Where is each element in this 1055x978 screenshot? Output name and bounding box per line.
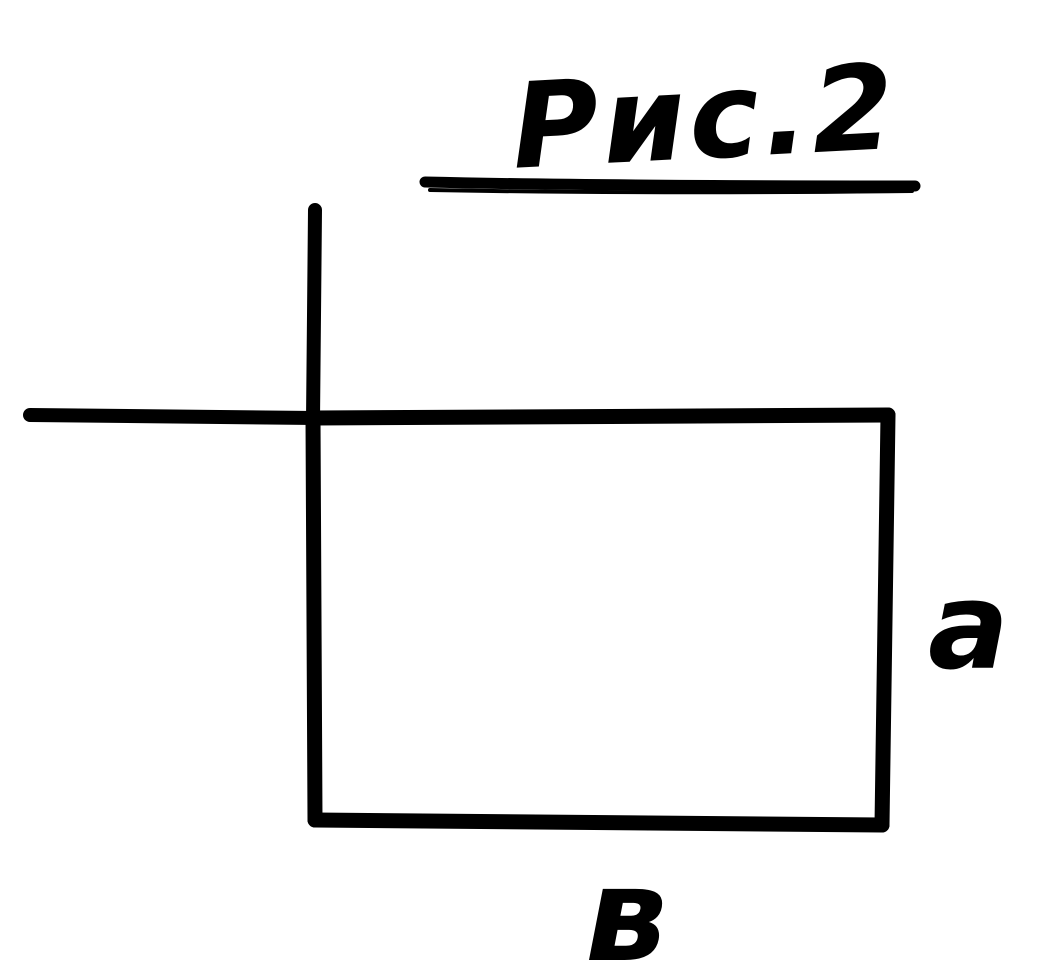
label-side-b: в xyxy=(585,839,667,978)
rectangle-bottom-side xyxy=(307,812,890,833)
rectangle-top-side xyxy=(307,407,896,426)
rectangle-right-side xyxy=(874,407,896,833)
vertical-axis-line xyxy=(306,203,322,427)
label-side-a: a xyxy=(928,558,1009,697)
rectangle-left-side xyxy=(305,410,323,828)
caption-underline xyxy=(419,176,921,192)
caption-underline-shadow xyxy=(428,188,914,195)
horizontal-axis-line xyxy=(23,408,322,425)
figure-caption: Рис.2 xyxy=(508,38,901,196)
